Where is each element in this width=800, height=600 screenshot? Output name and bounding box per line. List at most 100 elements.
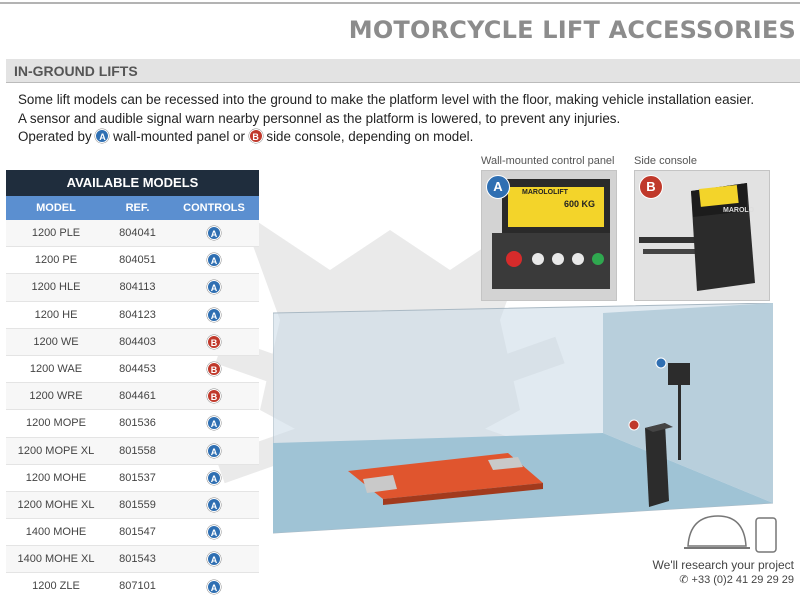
cell-model: 1200 PE [34,254,78,267]
cell-controls: B [169,329,259,355]
cell-ref: 801558 [119,444,156,457]
cell-ref: 804123 [119,308,156,321]
cell-controls: A [169,410,259,436]
models-table-title: AVAILABLE MODELS [6,170,259,196]
cell-ref: 804051 [119,254,156,267]
section-bar: IN-GROUND LIFTS [6,59,800,83]
table-row: 1200 MOHE 801537 A [6,465,259,492]
cell-controls: A [169,438,259,464]
contact-phone[interactable]: +33 (0)2 41 29 29 29 [691,574,794,586]
table-row: 1400 MOHE XL 801543 A [6,546,259,574]
cell-controls: A [169,546,259,572]
control-badge-icon: A [207,226,221,241]
column-header-controls: CONTROLS [183,202,245,214]
panel-capacity: 600 KG [564,199,596,209]
top-rule [0,2,800,4]
table-row: 1200 MOPE XL 801558 A [6,437,259,465]
table-row: 1200 ZLE 807101 A [6,573,259,600]
cell-model: 1200 PLE [31,227,81,239]
photo-badge-b-icon: B [639,175,663,199]
badge-b-icon: B [248,129,263,143]
cell-ref: 801537 [119,471,156,484]
table-row: 1200 MOHE XL 801559 A [6,491,259,520]
cell-model: 1200 WRE [29,390,83,403]
table-row: 1200 WRE 804461 B [6,383,259,411]
cell-ref: 801547 [119,526,156,539]
page-title: MOTORCYCLE LIFT ACCESSORIES [348,16,796,44]
control-badge-icon: A [207,470,221,485]
contact-tagline: We'll research your project [652,558,794,572]
hard-hat-icon [684,515,777,553]
table-row: 1400 MOHE 801547 A [6,519,259,547]
section-title: IN-GROUND LIFTS [14,63,138,79]
cell-model: 1200 ZLE [32,580,80,593]
cell-model: 1200 WE [33,335,79,348]
cell-model: 1200 WAE [29,362,83,375]
cell-ref: 804461 [119,390,156,403]
cell-controls: A [169,465,259,491]
console-brand: MAROLO [723,207,755,214]
table-row: 1200 PLE 804041 A [6,220,259,248]
cell-ref: 807101 [119,580,156,593]
control-badge-icon: A [207,307,221,322]
cell-controls: A [169,573,259,599]
phone-icon: ✆ [679,574,689,586]
models-table-header: MODEL REF. CONTROLS [6,196,259,220]
table-row: 1200 WAE 804453 B [6,356,259,384]
models-table: AVAILABLE MODELS MODEL REF. CONTROLS 120… [6,170,259,600]
column-header-model: MODEL [36,202,76,214]
cell-model: 1200 HLE [31,281,81,294]
cell-model: 1200 MOHE [25,471,87,484]
table-row: 1200 HLE 804113 A [6,274,259,302]
cell-model: 1200 MOHE XL [17,498,95,511]
cell-model: 1400 MOHE XL [17,553,95,566]
wall-panel-photo: MAROLOLIFT 600 KG A [481,170,617,301]
control-badge-icon: B [207,389,221,404]
intro-line-1: Some lift models can be recessed into th… [18,92,755,107]
control-badge-icon: B [207,362,221,377]
control-badge-icon: A [207,416,221,431]
panel-brand: MAROLOLIFT [522,189,568,196]
cell-ref: 801559 [119,498,156,511]
table-row: 1200 HE 804123 A [6,302,259,329]
intro-line-2: A sensor and audible signal warn nearby … [18,110,621,126]
cell-model: 1200 HE [34,308,78,321]
smartphone-icon [755,517,777,553]
control-badge-icon: A [207,579,221,594]
cell-controls: A [169,492,259,518]
cell-model: 1200 MOPE XL [17,444,95,457]
control-badge-icon: B [207,334,221,349]
column-header-ref: REF. [125,202,150,214]
intro-text: Some lift models can be recessed into th… [18,91,793,147]
cell-controls: A [169,519,259,545]
cell-controls: B [169,383,259,409]
table-row: 1200 WE 804403 B [6,328,259,356]
control-badge-icon: A [207,525,221,540]
cell-controls: A [169,247,259,273]
control-badge-icon: A [207,552,221,567]
cell-controls: A [169,274,259,300]
badge-a-icon: A [95,129,110,143]
cell-ref: 804453 [119,362,156,375]
cell-ref: 804041 [119,227,156,239]
side-console-label: Side console [634,155,697,167]
wall-panel-label: Wall-mounted control panel [481,155,615,167]
control-badge-icon: A [207,280,221,295]
cell-model: 1400 MOHE [25,526,87,539]
cell-controls: A [169,220,259,246]
side-console-photo: MAROLO B [634,170,770,301]
cell-ref: 804113 [119,281,156,294]
contact-block: We'll research your project ✆ +33 (0)2 4… [653,558,794,586]
cell-ref: 801536 [119,417,156,430]
table-row: 1200 PE 804051 A [6,247,259,275]
control-badge-icon: A [207,253,221,268]
control-badge-icon: A [207,497,221,512]
photo-badge-a-icon: A [486,175,510,199]
installation-illustration [273,303,773,534]
cell-ref: 801543 [119,553,156,566]
cell-controls: B [169,356,259,382]
control-badge-icon: A [207,443,221,458]
cell-ref: 804403 [119,335,156,348]
